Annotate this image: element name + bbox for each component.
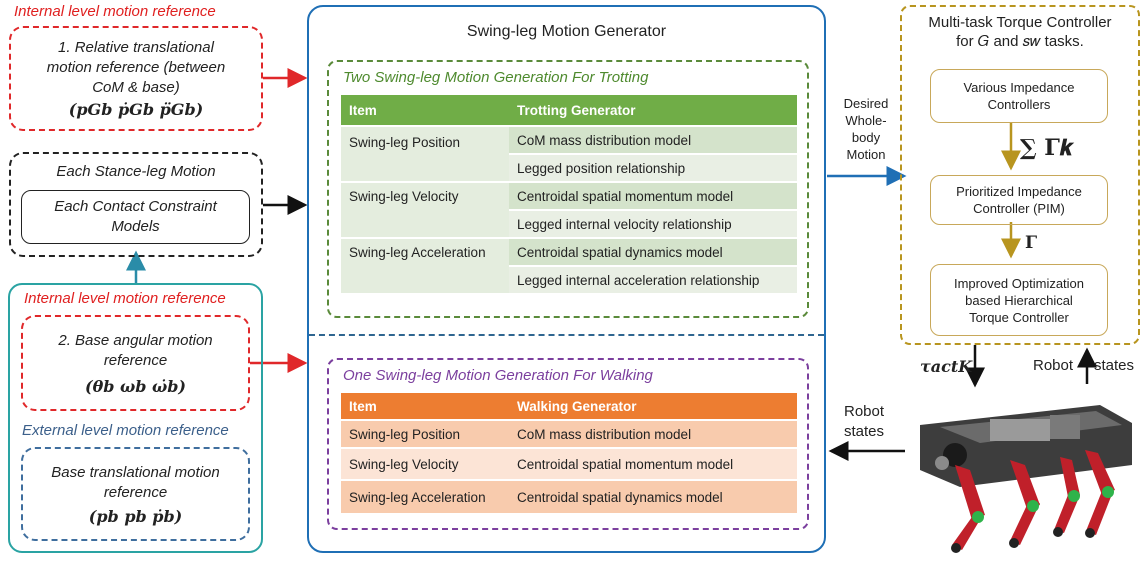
base-angular-line-2: reference — [103, 351, 168, 369]
robot-states-left-line-2: states — [843, 423, 885, 440]
table-row: Swing-leg Velocity Centroidal spatial mo… — [341, 183, 797, 237]
states-word-right: states — [1094, 357, 1135, 374]
trotting-header-item: Item — [341, 95, 509, 125]
walking-section: One Swing-leg Motion Generation For Walk… — [327, 358, 809, 530]
trotting-section: Two Swing-leg Motion Generation For Trot… — [327, 60, 809, 318]
torque-label: 𝝉actK — [920, 357, 973, 376]
robot-word-right: Robot — [1033, 357, 1074, 374]
contact-constraint-box: Each Contact Constraint Models — [21, 190, 250, 244]
base-angular-math: (𝜽b 𝝎b 𝝎̇b) — [85, 376, 186, 396]
table-row: Legged internal velocity relationship — [341, 211, 797, 237]
relative-translational-math: (𝒑Gb 𝒑̇Gb 𝒑̈Gb) — [68, 100, 204, 119]
walking-item-cell: Swing-leg Acceleration — [341, 481, 509, 513]
trotting-gen-cell: Legged internal velocity relationship — [509, 211, 797, 237]
walking-item-cell: Swing-leg Position — [341, 421, 509, 447]
walking-table: Item Walking Generator Swing-leg Positio… — [341, 391, 797, 515]
table-row: Swing-leg Acceleration Centroidal spatia… — [341, 239, 797, 293]
base-translational-line-2: reference — [103, 483, 168, 501]
base-translational-box: Base translational motion reference (𝒑b … — [21, 447, 250, 541]
base-translational-math: (𝒑b 𝒑b 𝒑̇b) — [88, 506, 183, 526]
pim-controller-box: Prioritized Impedance Controller (PIM) — [930, 175, 1108, 225]
robot-states-left-label: Robot states — [834, 402, 894, 442]
relative-translational-line-1: 1. Relative translational — [58, 39, 214, 56]
trotting-header-generator: Trotting Generator — [509, 95, 797, 125]
desired-line-2: Whole- — [845, 113, 887, 128]
generator-divider — [309, 334, 824, 336]
reference-group-box: Internal level motion reference 2. Base … — [8, 283, 263, 553]
desired-line-4: Motion — [846, 147, 886, 162]
torque-controller-frame: Multi-task Torque Controller for 𝐺 and 𝑠… — [900, 5, 1140, 345]
impedance-controllers-box: Various Impedance Controllers — [930, 69, 1108, 123]
gamma-label: 𝚪 — [1025, 233, 1038, 253]
table-row: Swing-leg Acceleration Centroidal spatia… — [341, 481, 797, 513]
hierarchical-line-2: based Hierarchical — [965, 292, 1073, 308]
controller-title: Multi-task Torque Controller for 𝐺 and 𝑠… — [902, 13, 1138, 51]
table-row: Swing-leg Position CoM mass distribution… — [341, 127, 797, 181]
stance-leg-title: Each Stance-leg Motion — [56, 163, 216, 180]
internal-level-title-2: Internal level motion reference — [24, 290, 226, 307]
robot-states-left-line-1: Robot — [843, 403, 885, 420]
relative-translational-box: 1. Relative translational motion referen… — [9, 26, 263, 131]
stance-leg-box: Each Stance-leg Motion Each Contact Cons… — [9, 152, 263, 257]
walking-gen-cell: Centroidal spatial momentum model — [509, 449, 797, 479]
base-translational-line-1: Base translational motion — [51, 463, 220, 481]
desired-line-1: Desired — [843, 96, 889, 111]
generator-title: Swing-leg Motion Generator — [466, 23, 667, 40]
table-row: Legged internal acceleration relationshi… — [341, 267, 797, 293]
trotting-gen-cell: Centroidal spatial momentum model — [509, 183, 797, 209]
contact-constraint-line-1: Each Contact Constraint — [54, 198, 217, 215]
table-row: Legged position relationship — [341, 155, 797, 181]
hierarchical-line-3: Torque Controller — [969, 309, 1069, 325]
hierarchical-line-1: Improved Optimization — [953, 275, 1085, 291]
walking-gen-cell: CoM mass distribution model — [509, 421, 797, 447]
trotting-gen-cell: Legged internal acceleration relationshi… — [509, 267, 797, 293]
sum-gamma-label: ∑ 𝚪𝒌 — [1020, 135, 1074, 161]
relative-translational-line-3: CoM & base) — [92, 79, 180, 96]
table-row: Swing-leg Velocity Centroidal spatial mo… — [341, 449, 797, 479]
trotting-item-acceleration: Swing-leg Acceleration — [341, 239, 509, 293]
contact-constraint-line-2: Models — [111, 218, 160, 235]
trotting-gen-cell: Legged position relationship — [509, 155, 797, 181]
desired-motion-label: Desired Whole- body Motion — [832, 95, 900, 163]
walking-title: One Swing-leg Motion Generation For Walk… — [343, 367, 653, 384]
walking-header-row: Item Walking Generator — [341, 393, 797, 419]
internal-level-title-1: Internal level motion reference — [14, 3, 216, 20]
walking-item-cell: Swing-leg Velocity — [341, 449, 509, 479]
trotting-gen-cell: CoM mass distribution model — [509, 127, 797, 153]
walking-header-item: Item — [341, 393, 509, 419]
relative-translational-line-2: motion reference (between — [46, 59, 226, 76]
impedance-line-1: Various Impedance — [963, 80, 1075, 95]
pim-line-1: Prioritized Impedance — [956, 184, 1082, 199]
desired-line-3: body — [851, 130, 881, 145]
trotting-item-velocity: Swing-leg Velocity — [341, 183, 509, 237]
base-angular-line-1: 2. Base angular motion — [58, 331, 213, 349]
controller-title-line-2: for 𝐺 and 𝑠𝑤 tasks. — [956, 33, 1084, 50]
trotting-table: Item Trotting Generator Swing-leg Positi… — [341, 93, 797, 295]
trotting-header-row: Item Trotting Generator — [341, 95, 797, 125]
table-row: Swing-leg Position CoM mass distribution… — [341, 421, 797, 447]
walking-header-generator: Walking Generator — [509, 393, 797, 419]
controller-title-line-1: Multi-task Torque Controller — [928, 14, 1112, 31]
trotting-title: Two Swing-leg Motion Generation For Trot… — [343, 69, 649, 86]
external-level-title: External level motion reference — [22, 422, 229, 439]
trotting-item-position: Swing-leg Position — [341, 127, 509, 181]
hierarchical-controller-box: Improved Optimization based Hierarchical… — [930, 264, 1108, 336]
impedance-line-2: Controllers — [987, 97, 1051, 112]
walking-gen-cell: Centroidal spatial dynamics model — [509, 481, 797, 513]
pim-line-2: Controller (PIM) — [973, 201, 1065, 216]
trotting-gen-cell: Centroidal spatial dynamics model — [509, 239, 797, 265]
swing-leg-generator-frame: Swing-leg Motion Generator Two Swing-leg… — [307, 5, 826, 553]
base-angular-box: 2. Base angular motion reference (𝜽b 𝝎b … — [21, 315, 250, 411]
quadruped-robot-image — [920, 405, 1132, 553]
